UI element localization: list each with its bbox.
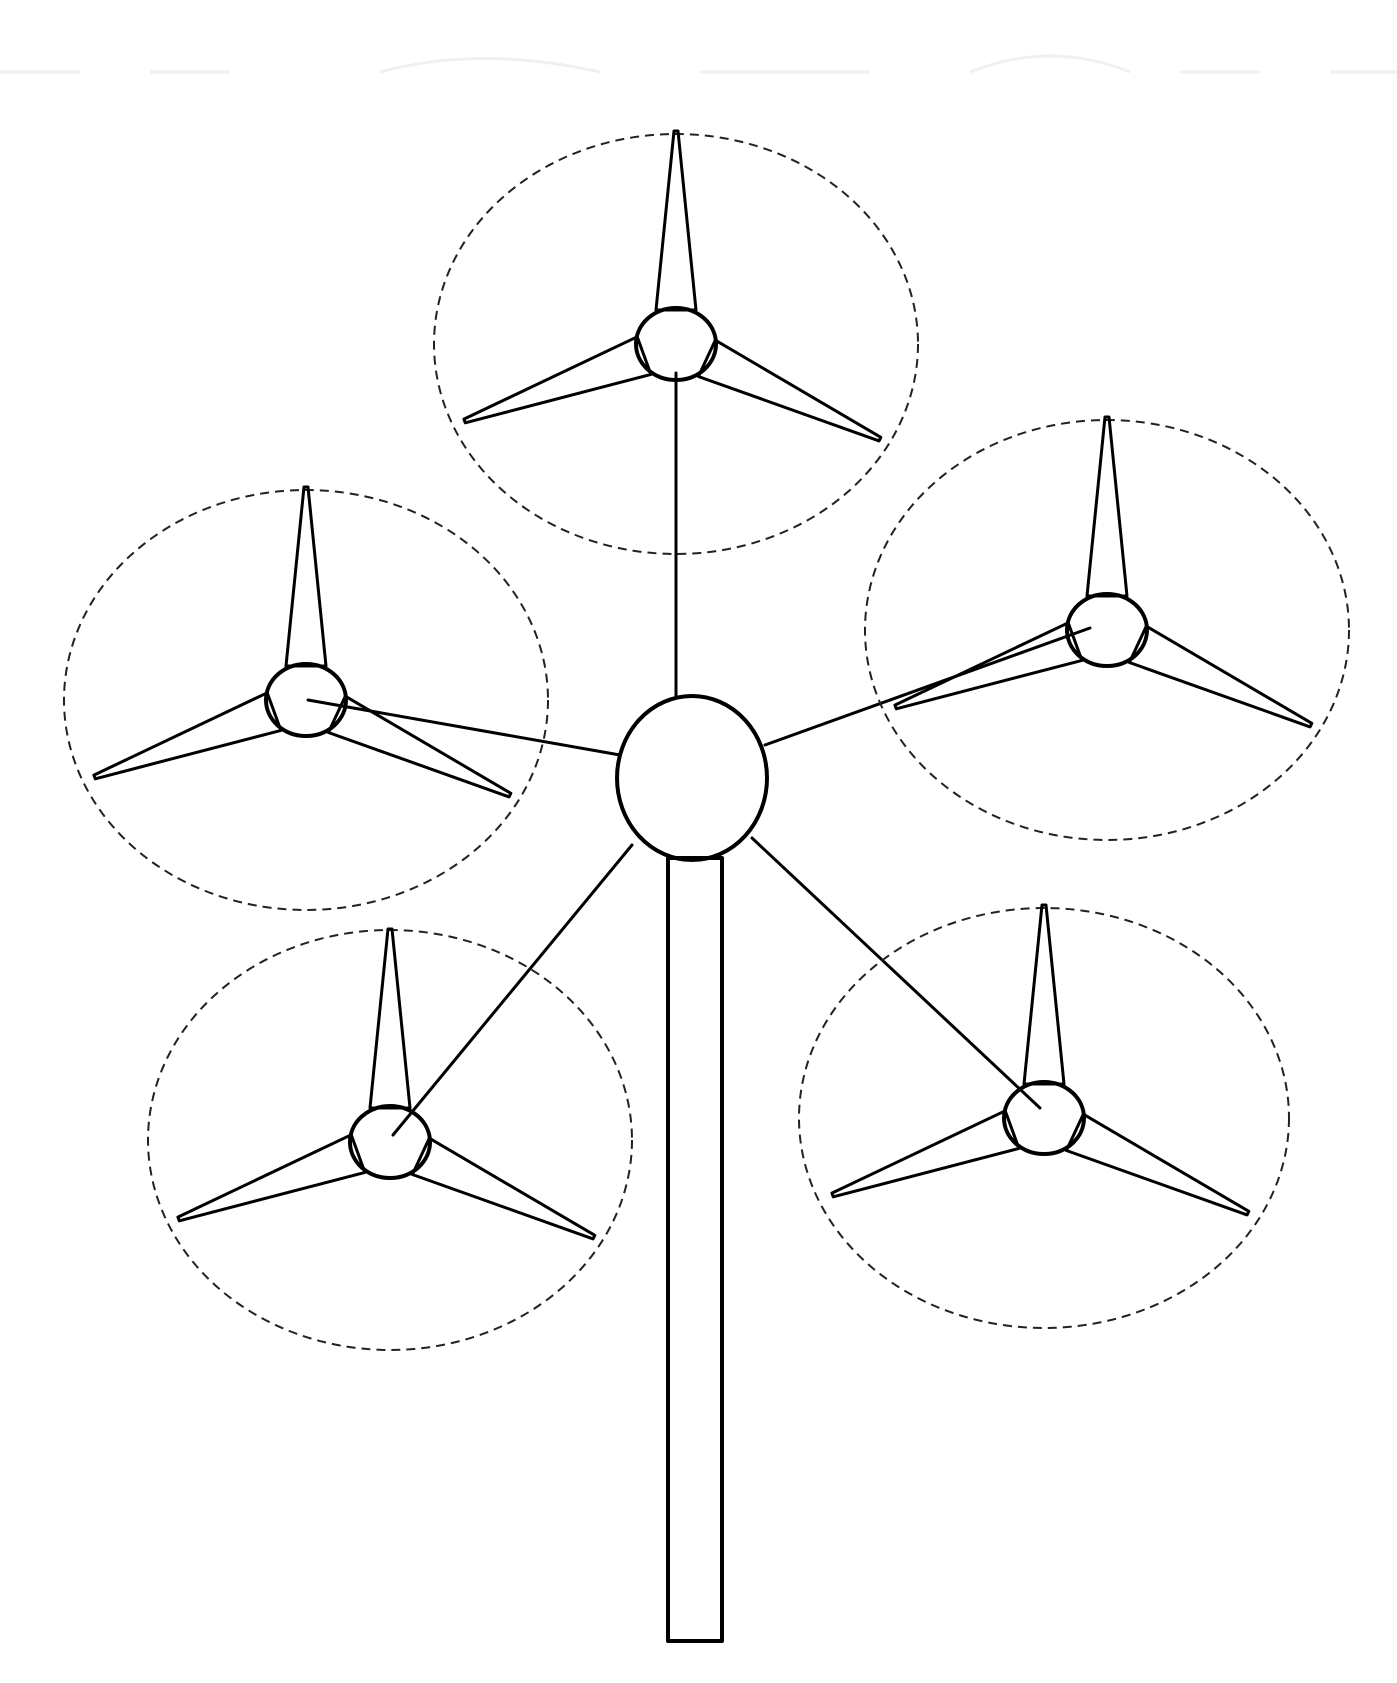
arm-lower-right	[750, 836, 1042, 1110]
rotor-sweep-circle	[63, 489, 549, 911]
arm-left	[306, 698, 622, 757]
blade	[696, 338, 883, 443]
rotor-left	[63, 485, 549, 911]
support-arms	[306, 371, 1092, 1137]
rotors	[63, 129, 1350, 1351]
tower	[666, 856, 724, 1643]
rotor-sweep-circle	[433, 133, 919, 555]
background-watermark	[0, 54, 1397, 74]
arm-lower-left	[391, 843, 634, 1137]
rotor-hub	[264, 662, 348, 738]
blade	[284, 485, 328, 668]
blade	[830, 1109, 1021, 1199]
blade	[176, 1133, 367, 1223]
blade	[1064, 1112, 1251, 1217]
rotor-hub	[1002, 1080, 1086, 1156]
rotor-top	[433, 129, 919, 555]
blade	[1022, 903, 1066, 1086]
rotor-right	[864, 415, 1350, 841]
rotor-sweep-circle	[147, 929, 633, 1351]
arm-right	[763, 626, 1092, 747]
rotor-lower-right	[798, 903, 1290, 1329]
blade	[893, 621, 1084, 711]
blade	[654, 129, 698, 312]
rotor-sweep-circle	[864, 419, 1350, 841]
blade	[368, 927, 412, 1110]
rotor-hub	[1065, 592, 1149, 668]
rotor-hub	[634, 306, 718, 382]
blade	[1085, 415, 1129, 598]
blade	[462, 335, 653, 425]
rotor-sweep-circle	[798, 907, 1290, 1329]
rotor-hub	[348, 1104, 432, 1180]
central-hub	[615, 694, 769, 862]
blade	[326, 694, 513, 799]
blade	[410, 1136, 597, 1241]
blade	[92, 691, 283, 781]
rotor-lower-left	[147, 927, 633, 1351]
blade	[1127, 624, 1314, 729]
